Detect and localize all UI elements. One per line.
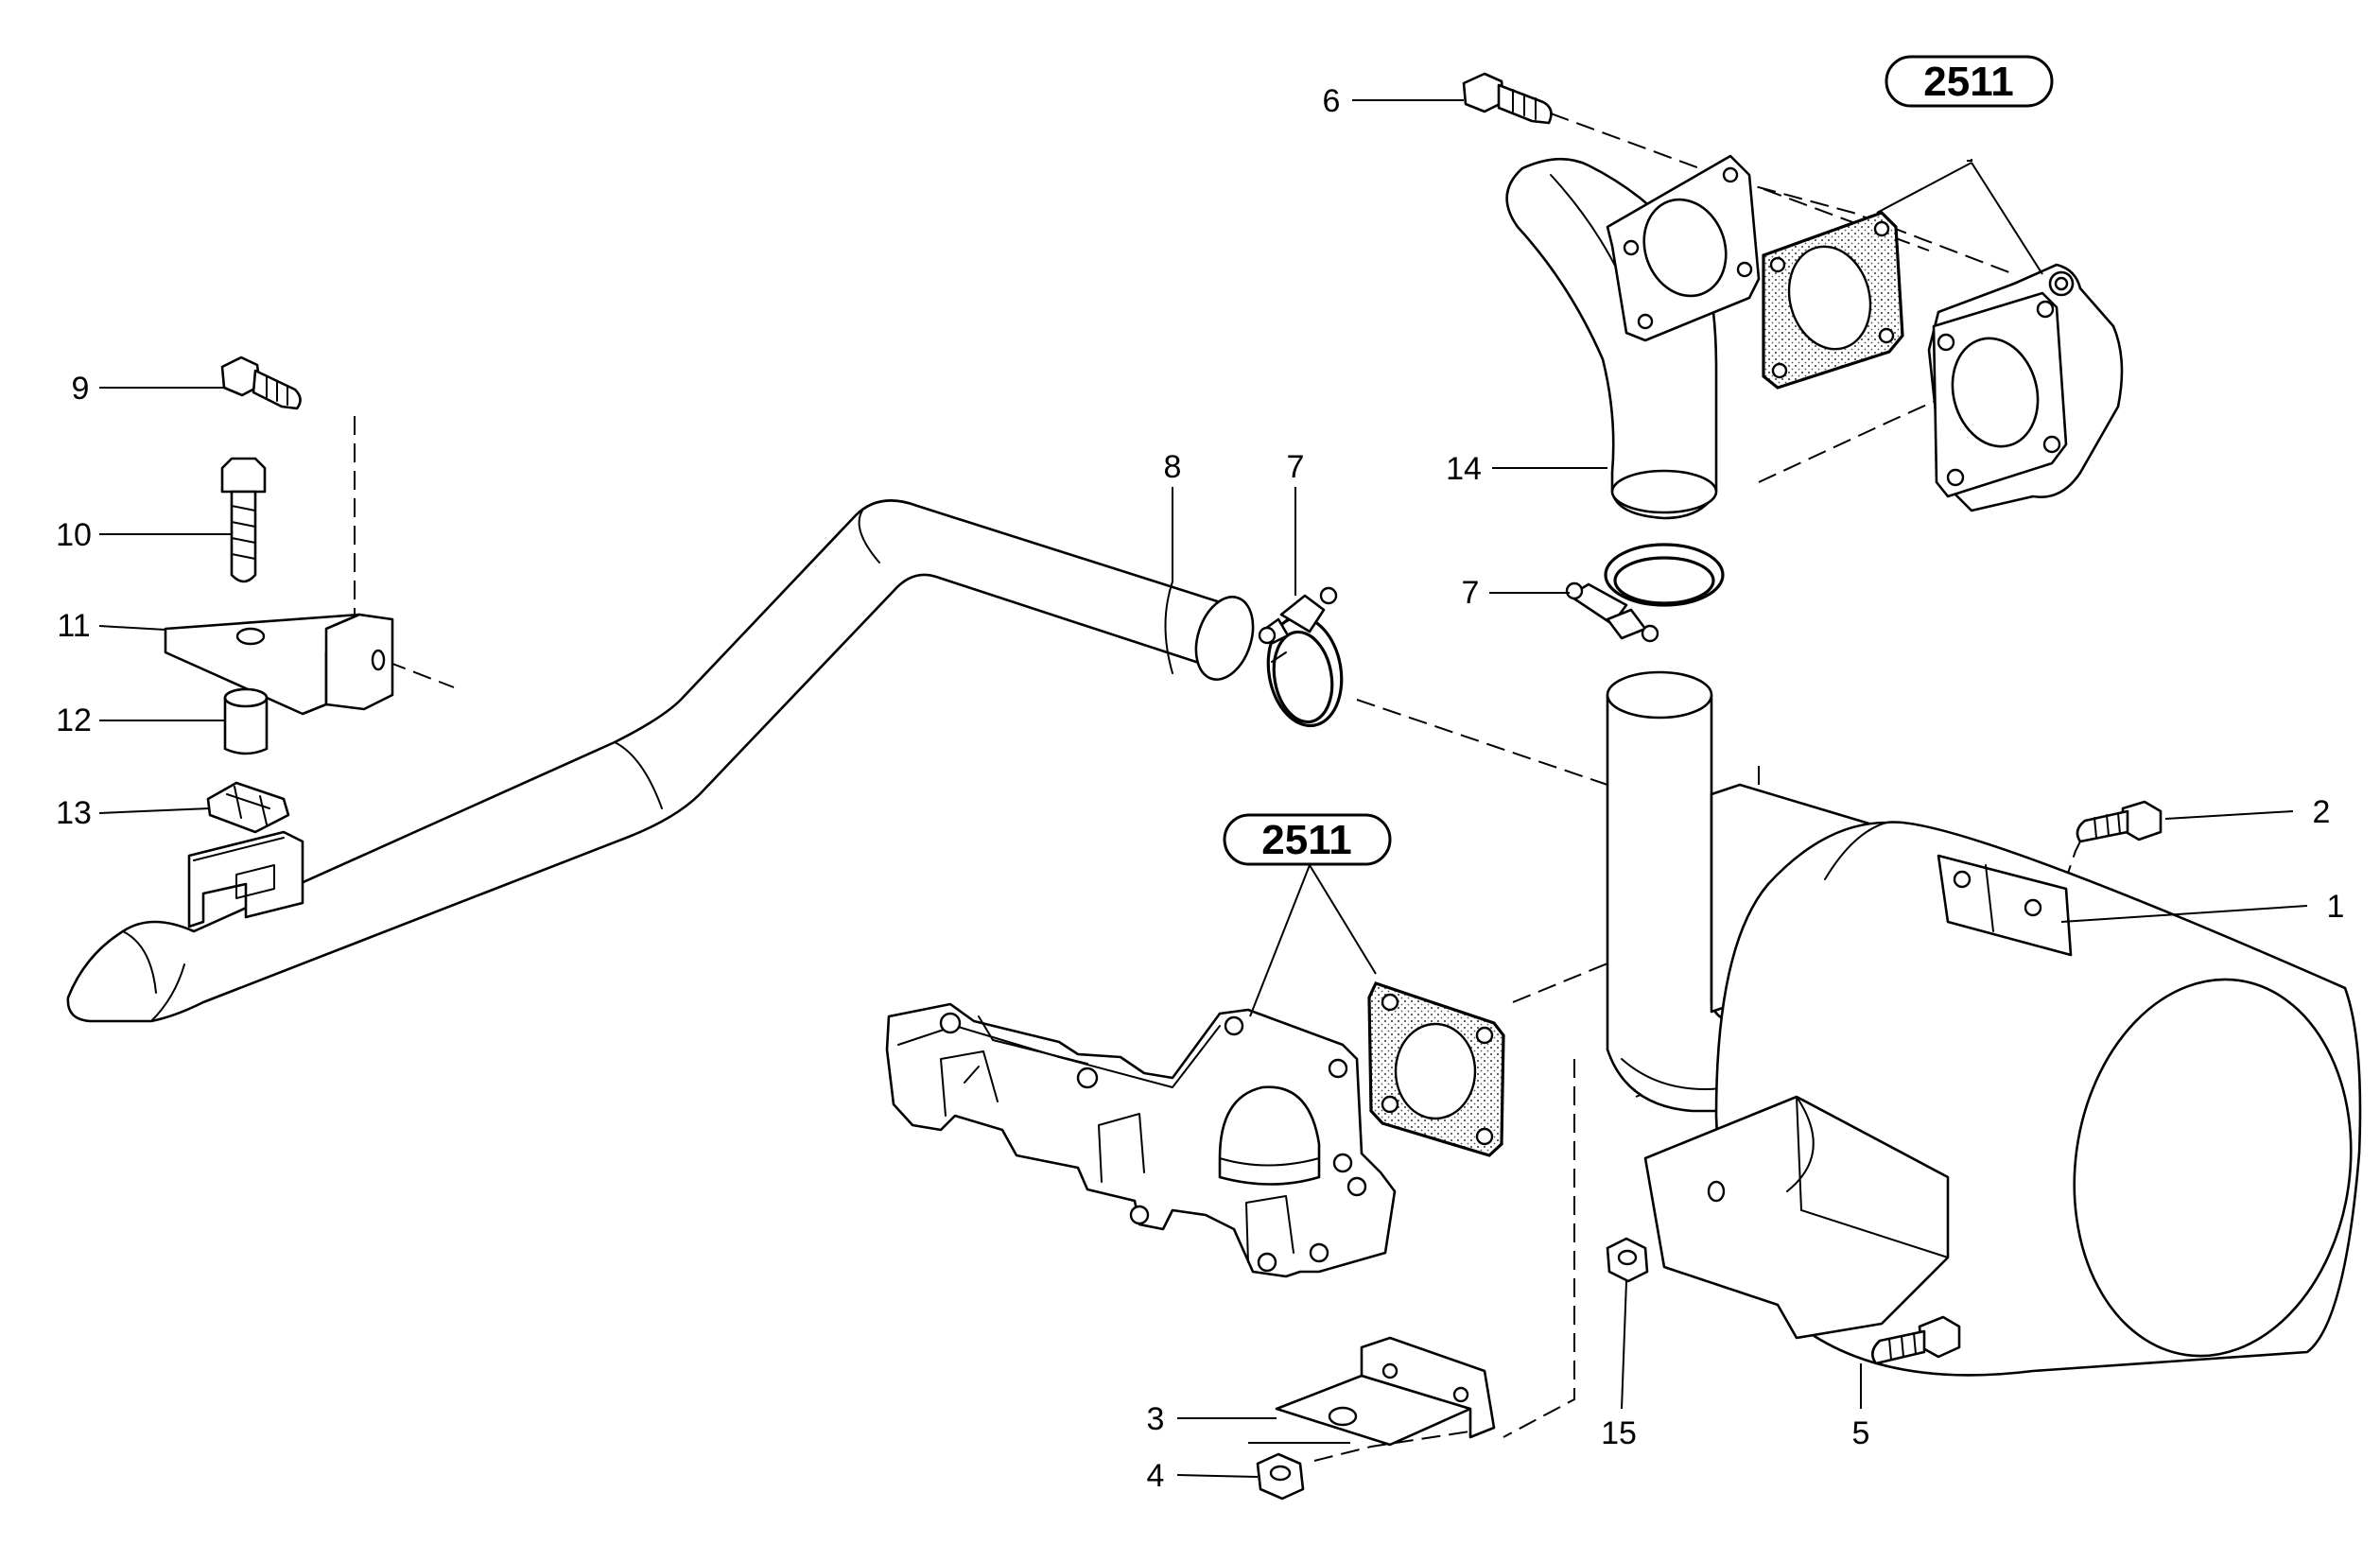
bolt-item-5: [1871, 1315, 1961, 1365]
reference-2511-middle-label: 2511: [1261, 817, 1351, 863]
callout-11: 11: [57, 608, 90, 644]
callout-10: 10: [56, 517, 92, 553]
nut-item-4: [1256, 1452, 1305, 1501]
bolt-item-10: [220, 457, 267, 583]
callout-5: 5: [1852, 1415, 1870, 1451]
spacer-item-12: [223, 687, 269, 755]
callout-15: 15: [1601, 1415, 1637, 1451]
gasket-middle: [1367, 981, 1505, 1157]
callout-12: 12: [56, 703, 92, 738]
clip-nut-item-13: [206, 781, 290, 834]
elbow-pipe: [1505, 154, 1761, 520]
callout-3: 3: [1147, 1401, 1165, 1437]
nut-item-15: [1606, 1237, 1649, 1283]
callout-leaders: [98, 99, 2308, 1478]
callout-1: 1: [2327, 889, 2345, 925]
bolt-item-9: [220, 356, 302, 410]
reference-2511-middle[interactable]: 2511: [1223, 813, 1392, 866]
bracket-item-3: [1275, 1336, 1496, 1447]
gasket-top: [1762, 211, 1904, 390]
hose-clamp-left: [1258, 586, 1344, 728]
bracket-item-11: [164, 613, 394, 716]
inlet-pipe: [1606, 670, 1751, 1113]
callout-9: 9: [72, 371, 90, 407]
callout-7-upper: 7: [1287, 449, 1305, 485]
callout-2: 2: [2313, 794, 2331, 830]
callout-6: 6: [1323, 83, 1341, 119]
reference-2511-top-label: 2511: [1923, 59, 2013, 105]
flange-housing-top: [1927, 263, 2124, 512]
callout-14: 14: [1446, 451, 1482, 487]
exhaust-manifold: [885, 1002, 1397, 1278]
callout-7-middle: 7: [1462, 575, 1480, 611]
callout-13: 13: [56, 795, 92, 831]
callout-labels: 1 2 3 4 5 6 7 7 8 9 10 11 12 13 14 15: [56, 83, 2344, 1494]
bolt-item-2: [2076, 800, 2163, 843]
callout-8: 8: [1164, 449, 1182, 485]
hose-clamp-middle: [1565, 543, 1725, 643]
reference-2511-top[interactable]: 2511: [1885, 55, 2054, 108]
tailpipe: [66, 499, 1255, 1023]
callout-4: 4: [1147, 1458, 1165, 1494]
bolt-item-6: [1462, 72, 1553, 125]
muffler: [1643, 783, 2362, 1377]
